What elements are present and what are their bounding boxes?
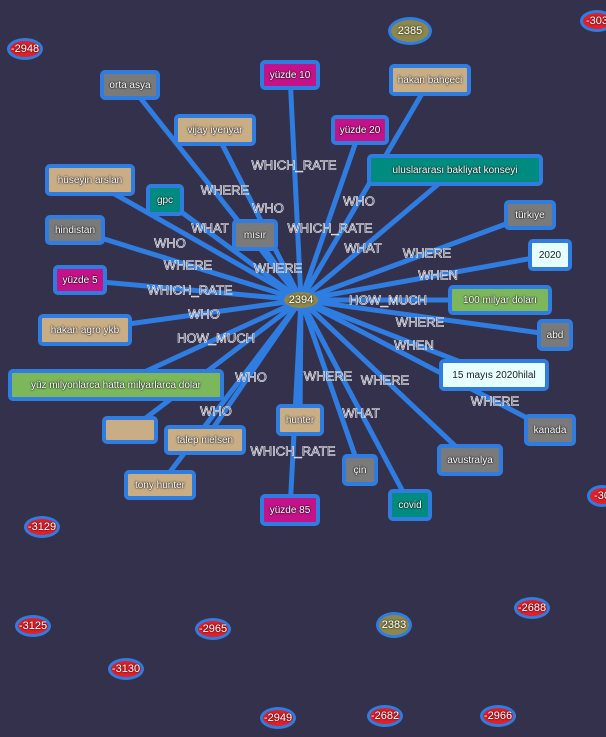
graph-node[interactable]: uluslararası bakliyat konseyi — [367, 154, 543, 186]
edge — [128, 83, 303, 302]
number-node[interactable]: 2383 — [376, 612, 412, 638]
edge-label: WHERE — [470, 393, 520, 409]
edge-label: WHAT — [344, 240, 382, 256]
edge-label: WHERE — [253, 260, 303, 276]
graph-node[interactable]: çin — [342, 454, 378, 486]
graph-node[interactable]: 15 mayıs 2020hilal — [439, 359, 549, 391]
graph-node[interactable]: hakan agro ykb — [38, 314, 132, 346]
edge — [299, 298, 472, 462]
edge-label: WHICH_RATE — [147, 282, 233, 298]
graph-node[interactable]: talep nielsen — [164, 425, 246, 455]
edge-label: WHO — [235, 369, 267, 385]
edge — [74, 227, 302, 303]
edge — [88, 177, 303, 303]
number-node[interactable]: -2949 — [260, 707, 296, 729]
graph-node[interactable]: yüzde 85 — [260, 494, 320, 526]
graph-node[interactable]: yüzde 5 — [53, 265, 107, 295]
graph-node[interactable]: hunter — [276, 404, 324, 436]
number-node[interactable]: -2688 — [514, 597, 550, 619]
graph-node[interactable]: kanada — [524, 414, 576, 446]
number-node[interactable]: -303 — [580, 10, 606, 32]
graph-node[interactable]: avustralya — [437, 444, 503, 476]
graph-node[interactable]: vijay iyenyar — [174, 114, 256, 146]
graph-node[interactable]: abd — [537, 319, 573, 351]
edge — [299, 168, 457, 302]
edge-label: WHO — [200, 403, 232, 419]
edge-label: WHICH_RATE — [287, 220, 373, 236]
edge — [287, 74, 304, 301]
graph-node[interactable]: 2020 — [528, 239, 572, 271]
number-node[interactable]: -30 — [587, 485, 606, 507]
number-node[interactable]: -3129 — [24, 516, 60, 538]
number-node[interactable]: -2965 — [195, 618, 231, 640]
number-node[interactable]: -2966 — [480, 705, 516, 727]
graph-node[interactable]: yüzde 20 — [331, 115, 389, 145]
edge-label: HOW_MUCH — [349, 292, 428, 308]
edge-label: WHERE — [163, 257, 213, 273]
edge — [128, 298, 303, 432]
edge-label: WHICH_RATE — [250, 443, 336, 459]
edge-label: WHAT — [191, 220, 229, 236]
graph-node[interactable]: hüseyin arslan — [45, 164, 135, 196]
edge-label: WHO — [252, 200, 284, 216]
edge — [300, 297, 556, 338]
graph-node[interactable]: 100 milyar doları — [448, 285, 552, 315]
graph-node[interactable]: hakan bahçeci — [389, 64, 471, 96]
number-node[interactable]: -2682 — [367, 705, 403, 727]
graph-node[interactable]: hindistan — [45, 215, 105, 245]
number-node[interactable]: 2385 — [388, 17, 432, 45]
graph-node[interactable]: gpc — [146, 184, 184, 216]
graph-node[interactable]: yüz milyonlarca hatta milyarlarca dolar — [8, 369, 224, 401]
edge-label: WHEN — [418, 267, 458, 283]
graph-node[interactable]: covid — [388, 489, 432, 521]
edge-label: WHERE — [402, 245, 452, 261]
graph-node[interactable]: tony hunter — [124, 470, 196, 500]
edge-label: WHEN — [394, 337, 434, 353]
edge-label: WHO — [154, 235, 186, 251]
edge-label: WHERE — [303, 368, 353, 384]
edge-label: WHERE — [200, 182, 250, 198]
edge — [79, 277, 302, 303]
graph-node[interactable]: yüzde 10 — [260, 60, 320, 90]
edge — [298, 298, 413, 507]
graph-node[interactable]: orta asya — [100, 70, 160, 100]
edge — [300, 212, 531, 303]
edge — [298, 299, 363, 471]
number-node[interactable]: -3130 — [108, 658, 144, 680]
edge — [212, 128, 304, 302]
number-node[interactable]: -2948 — [7, 38, 43, 60]
edge-label: WHICH_RATE — [251, 157, 337, 173]
edge-label: WHERE — [360, 372, 410, 388]
graph-node[interactable] — [102, 416, 158, 444]
edge — [299, 297, 552, 433]
graph-node[interactable]: türkiye — [504, 200, 556, 230]
edge — [298, 78, 433, 302]
edge-label: WHERE — [395, 314, 445, 330]
edge-label: WHO — [343, 193, 375, 209]
edge-label: WHO — [188, 306, 220, 322]
graph-node[interactable]: mısır — [232, 219, 278, 251]
edge — [300, 252, 551, 303]
edge — [298, 129, 363, 301]
number-node[interactable]: 2394 — [281, 289, 321, 311]
number-node[interactable]: -3125 — [15, 615, 51, 637]
edge-label: HOW_MUCH — [177, 330, 256, 346]
edge-label: WHAT — [342, 405, 380, 421]
